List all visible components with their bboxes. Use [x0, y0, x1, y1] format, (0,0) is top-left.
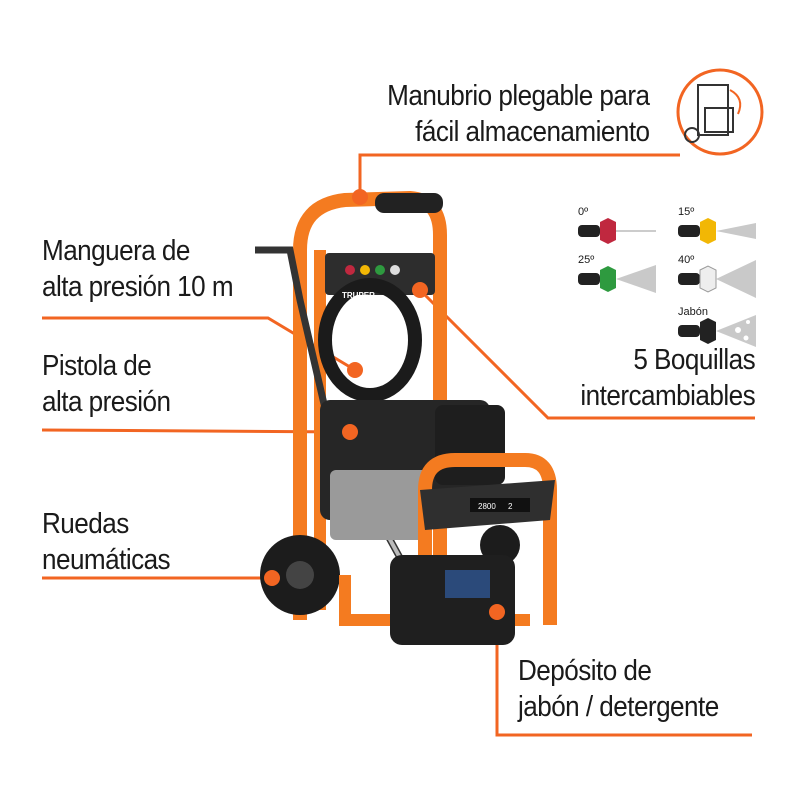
nozzle-0-icon: [578, 218, 656, 244]
nozzle-soap-label: Jabón: [678, 306, 708, 318]
handle-callout-line: [358, 153, 680, 197]
nozzle-25-icon: [578, 265, 656, 293]
callout-lines: [41, 153, 755, 737]
callout-dots: [264, 189, 505, 620]
gun-callout: Pistola de alta presión: [42, 350, 171, 418]
nozzle-25-label: 25º: [578, 254, 595, 266]
brand-logo: TRUPER: [342, 291, 375, 300]
nozzles-callout-line: [418, 288, 755, 420]
nozzle-40-label: 40º: [678, 254, 695, 266]
nozzle-15-label: 15º: [678, 206, 695, 218]
hose-callout: Manguera de alta presión 10 m: [42, 235, 234, 303]
tank-callout-line: [495, 612, 752, 737]
handle-callout: Manubrio plegable para fácil almacenamie…: [387, 80, 651, 148]
nozzle-40-icon: [678, 260, 756, 298]
nozzles-callout: 5 Boquillas intercambiables: [580, 344, 755, 412]
wheels-callout: Ruedas neumáticas: [42, 508, 171, 576]
nozzle-soap-icon: [678, 315, 756, 347]
pressure-washer: 2800 2 TRUPER: [255, 190, 557, 645]
nozzle-set: [578, 218, 756, 347]
tank-callout: Depósito de jabón / detergente: [518, 655, 719, 723]
nozzle-15-icon: [678, 218, 756, 244]
folding-handle-icon: [676, 68, 764, 156]
spec-flow: 2: [508, 502, 513, 511]
nozzle-0-label: 0º: [578, 206, 589, 218]
spec-pressure: 2800: [478, 502, 496, 511]
